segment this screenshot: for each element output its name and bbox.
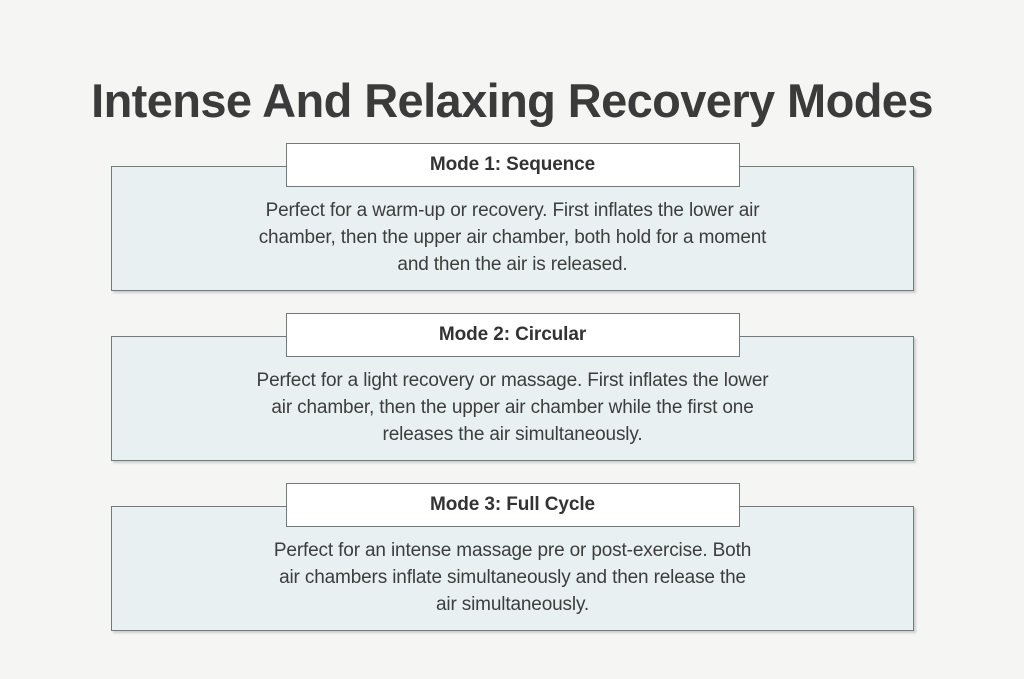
- mode-description-line: air simultaneously.: [435, 594, 590, 615]
- mode-badge: Mode 3: Full Cycle: [285, 483, 740, 527]
- mode-description-line: Perfect for a warm-up or recovery. First…: [265, 200, 760, 221]
- page-title: Intense And Relaxing Recovery Modes: [91, 74, 933, 128]
- mode-description: Perfect for a warm-up or recovery. First…: [112, 197, 913, 278]
- mode-badge-label: Mode 2: Circular: [438, 324, 587, 345]
- mode-card: Mode 2: Circular Perfect for a light rec…: [111, 313, 914, 461]
- mode-description-line: releases the air simultaneously.: [382, 424, 643, 445]
- mode-description-line: Perfect for a light recovery or massage.…: [256, 370, 769, 391]
- mode-description-line: Perfect for an intense massage pre or po…: [273, 540, 752, 561]
- mode-card-list: Mode 1: Sequence Perfect for a warm-up o…: [111, 143, 914, 631]
- mode-card: Mode 1: Sequence Perfect for a warm-up o…: [111, 143, 914, 291]
- mode-badge: Mode 2: Circular: [285, 313, 740, 357]
- mode-badge: Mode 1: Sequence: [285, 143, 740, 187]
- mode-badge-label: Mode 1: Sequence: [429, 154, 596, 175]
- mode-card: Mode 3: Full Cycle Perfect for an intens…: [111, 483, 914, 631]
- mode-description-line: air chambers inflate simultaneously and …: [279, 567, 746, 588]
- mode-description-line: chamber, then the upper air chamber, bot…: [258, 227, 767, 248]
- mode-description-line: air chamber, then the upper air chamber …: [271, 397, 754, 418]
- mode-badge-label: Mode 3: Full Cycle: [429, 494, 595, 515]
- mode-description-line: and then the air is released.: [397, 254, 628, 275]
- mode-description: Perfect for an intense massage pre or po…: [112, 537, 913, 618]
- mode-description: Perfect for a light recovery or massage.…: [112, 367, 913, 448]
